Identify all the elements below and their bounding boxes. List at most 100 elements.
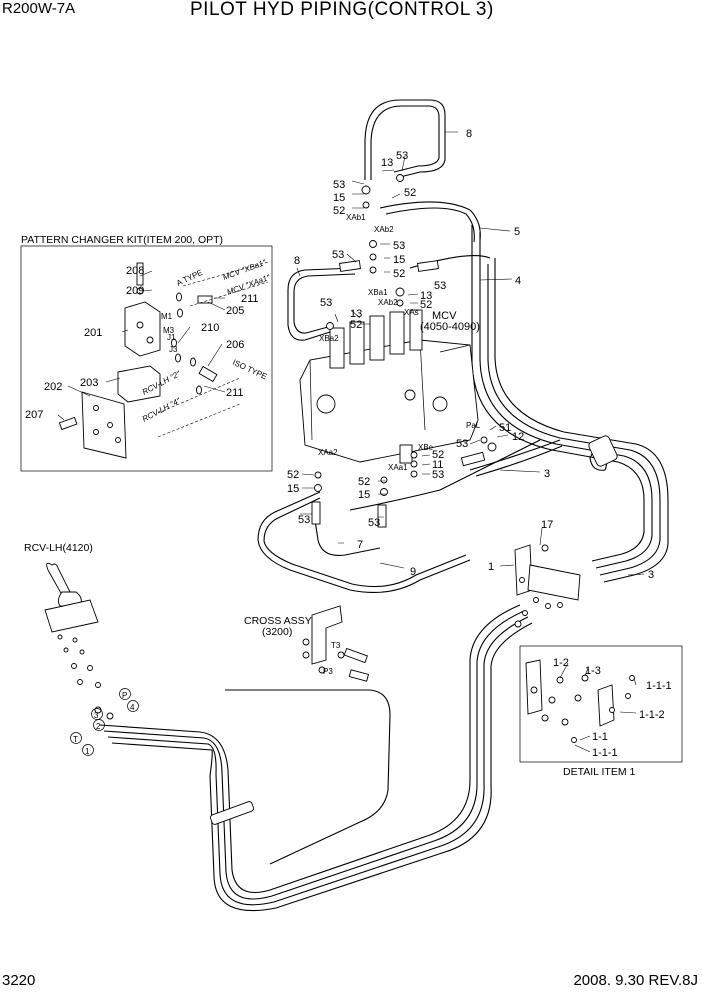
rcv-joystick <box>44 562 114 720</box>
a-type-label: A TYPE <box>175 268 204 288</box>
cross-assy-part <box>302 605 370 682</box>
callout-53: 53 <box>432 469 444 481</box>
rcv-port-2: 2 <box>96 722 101 731</box>
hose-bundle-right <box>471 225 669 583</box>
callout-53: 53 <box>368 517 380 529</box>
cross-assy-ref-label: (3200) <box>262 626 292 638</box>
callout-202: 202 <box>44 381 62 393</box>
callout-12: 12 <box>512 431 524 443</box>
callout-3: 3 <box>648 569 654 581</box>
port-p3: P3 <box>323 667 333 676</box>
mcv-valve-block <box>299 309 479 464</box>
callout-209: 209 <box>126 285 144 297</box>
callout-11: 11 <box>432 459 443 471</box>
callout-1: 1 <box>488 561 494 573</box>
callout-3: 3 <box>544 468 550 480</box>
rcv-label: RCV-LH(4120) <box>24 542 93 554</box>
mcv-range-label: (4050-4090) <box>420 321 480 333</box>
port-xab1: XAb1 <box>346 213 366 222</box>
port-j3: J3 <box>169 345 178 354</box>
callout-53: 53 <box>332 249 344 261</box>
rcv-port-t: T <box>73 735 78 744</box>
callout-53: 53 <box>396 150 408 162</box>
detail-callout-1-1-1: 1-1-1 <box>592 747 618 759</box>
pattern-changer-caption: PATTERN CHANGER KIT(ITEM 200, OPT) <box>21 234 223 246</box>
component-labels: MCV (4050-4090) RCV-LH(4120) CROSS ASSY … <box>24 310 480 638</box>
fittings <box>210 174 618 825</box>
callout-211: 211 <box>241 293 259 305</box>
pattern-changer-parts <box>58 261 269 459</box>
callout-53: 53 <box>298 514 310 526</box>
rcv-port-p: P <box>122 691 127 700</box>
callout-13: 13 <box>350 308 362 320</box>
detail-item-caption: DETAIL ITEM 1 <box>563 766 636 778</box>
mcv-label: MCV <box>432 310 457 322</box>
callout-201: 201 <box>84 327 102 339</box>
callout-207: 207 <box>25 409 43 421</box>
callout-210: 210 <box>201 322 219 334</box>
hose-loops-top <box>287 99 491 341</box>
port-xba1: XBa1 <box>368 288 388 297</box>
callout-13: 13 <box>381 157 393 169</box>
callout-52: 52 <box>404 187 416 199</box>
rcv-lh-4-label: RCV-LH "4" <box>141 396 183 424</box>
callout-52: 52 <box>333 205 345 217</box>
detail-callout-1-2: 1-2 <box>553 657 569 669</box>
callout-53: 53 <box>320 297 332 309</box>
port-labels: XAb1 XAb2 XBa1 XAb2 XAs XBa2 PaL XBe XAa… <box>161 213 481 676</box>
port-xaa1: XAa1 <box>388 463 408 472</box>
callout-53: 53 <box>434 280 446 292</box>
callout-208: 208 <box>126 265 144 277</box>
port-xaa2: XAa2 <box>318 448 338 457</box>
leader-lines <box>57 131 645 753</box>
callout-13: 13 <box>420 290 432 302</box>
port-xba2: XBa2 <box>319 334 339 343</box>
port-xab2-lower: XAb2 <box>378 298 398 307</box>
callout-numbers: 8 53 13 53 15 52 52 5 53 15 53 52 4 8 53… <box>25 128 672 759</box>
callout-15: 15 <box>393 254 405 266</box>
detail-callout-1-3: 1-3 <box>585 665 601 677</box>
callout-17: 17 <box>541 519 553 531</box>
detail-callout-1-1: 1-1 <box>592 731 608 743</box>
rcv-port-1: 1 <box>85 747 90 756</box>
port-t3: T3 <box>331 641 341 650</box>
bracket-assy-item-1 <box>514 544 581 628</box>
cross-assy-label: CROSS ASSY <box>244 615 312 627</box>
callout-53: 53 <box>456 438 468 450</box>
pattern-changer-panel <box>20 245 273 472</box>
callout-15: 15 <box>333 192 345 204</box>
callout-8: 8 <box>294 255 300 267</box>
port-xas: XAs <box>404 308 419 317</box>
port-xab2: XAb2 <box>374 225 394 234</box>
detail-callout-1-1-1: 1-1-1 <box>646 680 672 692</box>
callout-205: 205 <box>226 305 244 317</box>
callout-52: 52 <box>350 319 362 331</box>
page-number: 3220 <box>2 972 36 989</box>
detail-item-panel <box>519 645 683 763</box>
callout-53: 53 <box>393 240 405 252</box>
callout-5: 5 <box>514 226 520 238</box>
hose-bundle-main <box>99 604 533 912</box>
callout-7: 7 <box>357 539 363 551</box>
annotation-labels: A TYPE MCV "XBa1" MCV "XAa1" ISO TYPE RC… <box>141 258 273 424</box>
callout-203: 203 <box>80 377 98 389</box>
callout-15: 15 <box>358 489 370 501</box>
callout-53: 53 <box>333 179 345 191</box>
port-m1: M1 <box>161 312 173 321</box>
rcv-port-markers: P 4 3 2 T 1 <box>70 688 139 756</box>
rcv-port-3: 3 <box>94 711 99 720</box>
port-xbe: XBe <box>418 443 434 452</box>
port-pal: PaL <box>466 421 481 430</box>
rcv-port-4: 4 <box>130 703 135 712</box>
hose-loops-bottom <box>257 439 563 593</box>
callout-52: 52 <box>420 299 432 311</box>
model-label: R200W-7A <box>2 0 76 17</box>
callout-206: 206 <box>226 339 244 351</box>
callout-52: 52 <box>287 469 299 481</box>
callout-52: 52 <box>432 449 444 461</box>
callout-15: 15 <box>287 483 299 495</box>
callout-4: 4 <box>515 275 521 287</box>
callout-9: 9 <box>410 566 416 578</box>
callout-211: 211 <box>226 387 244 399</box>
